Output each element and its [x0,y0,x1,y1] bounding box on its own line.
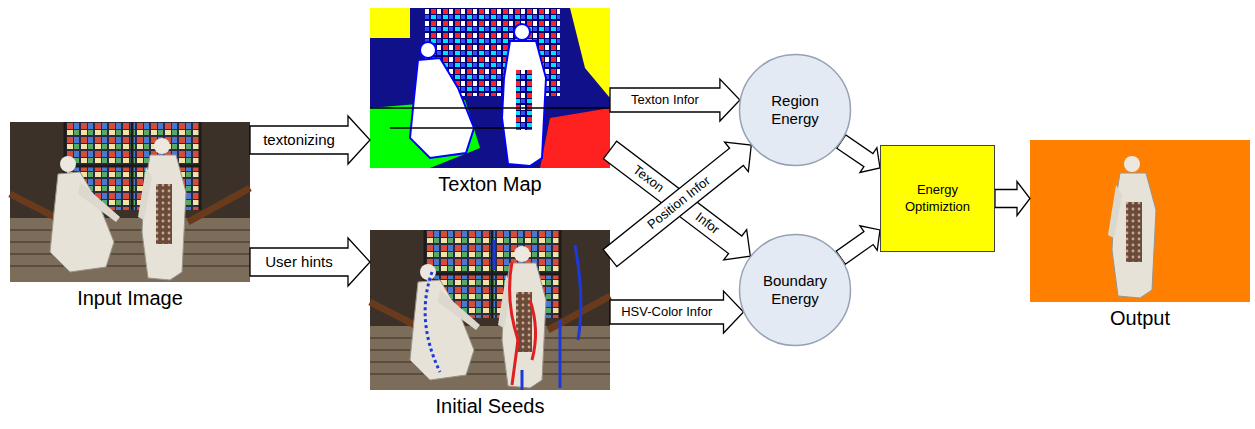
text-holder: Energy Optimiztion [881,146,994,251]
output-image: Output [1030,140,1250,302]
block-arrow [610,79,740,121]
energy-circle: Region Energy [738,53,852,167]
block-arrow [995,181,1030,215]
circle-shape [740,55,851,166]
text-holder: Region Energy [738,53,852,167]
seeds-photo [370,230,610,390]
input-image: Input Image [10,122,250,282]
process-box: Energy Optimiztion [880,145,995,252]
text-holder: Output [1110,307,1170,330]
block-arrow [250,116,370,164]
text-holder: Input Image [77,287,183,310]
text-holder: Texton Map [438,173,541,196]
texton-map-picture [370,8,610,168]
arrow-label: User hints [264,254,334,271]
arrow-label: Position Infor [645,173,715,233]
block-arrow [836,226,880,264]
circle-shape [740,235,851,346]
arrow-label: HSV-Color Infor [620,305,713,319]
energy-circle: Boundary Energy [738,233,852,347]
image-caption: Texton Map [438,173,541,196]
input-photo [10,122,250,282]
output-background [1030,140,1250,302]
text-holder: Boundary Energy [738,233,852,347]
circle-label: Boundary Energy [752,272,838,308]
image-caption: Output [1110,307,1170,330]
seeds-image: Initial Seeds [370,230,610,390]
circle-label: Region Energy [752,92,838,128]
block-arrow [610,291,744,333]
user-seed-strokes [425,240,581,390]
texton-map-image: Texton Map [370,8,610,168]
text-holder: Initial Seeds [436,395,545,418]
box-label: Energy Optimiztion [891,182,984,215]
image-caption: Initial Seeds [436,395,545,418]
block-arrow [250,238,370,286]
arrow-label: Texton Infor [630,93,700,107]
arrow-label: textonizing [262,132,336,149]
image-caption: Input Image [77,287,183,310]
block-arrow [603,142,751,267]
output-statue [1108,156,1156,298]
arrow-label: Texon Infor [629,162,722,238]
block-arrow [837,135,880,173]
